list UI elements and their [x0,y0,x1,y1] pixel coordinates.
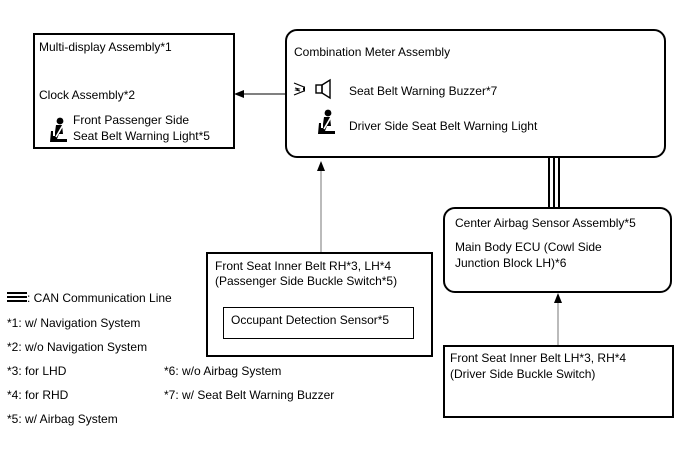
occupant-detection-label: Occupant Detection Sensor*5 [231,313,390,327]
driver-light-label: Driver Side Seat Belt Warning Light [349,119,538,133]
center-airbag-sensor-box: Center Airbag Sensor Assembly*5 Main Bod… [443,207,672,293]
passenger-light-line2: Seat Belt Warning Light*5 [73,129,210,143]
driver-buckle-switch-box: Front Seat Inner Belt LH*3, RH*4 (Driver… [443,345,674,418]
arrowhead-airbag [554,293,562,303]
main-body-ecu-line2: Junction Block LH)*6 [455,256,567,270]
passenger-belt-line2: (Passenger Side Buckle Switch*5) [215,274,398,288]
driver-belt-line2: (Driver Side Buckle Switch) [450,367,596,381]
multi-display-title: Multi-display Assembly*1 [39,40,172,54]
legend-note: *7: w/ Seat Belt Warning Buzzer [164,388,335,402]
passenger-light-line1: Front Passenger Side [73,113,190,127]
driver-belt-line1: Front Seat Inner Belt LH*3, RH*4 [450,351,627,365]
buzzer-label: Seat Belt Warning Buzzer*7 [349,84,498,98]
occupant-detection-sensor-box: Occupant Detection Sensor*5 [223,307,414,339]
legend-note: *6: w/o Airbag System [164,364,282,378]
seat-belt-warning-icon [318,109,335,134]
seat-belt-warning-icon [50,117,67,142]
main-body-ecu-line1: Main Body ECU (Cowl Side [455,240,602,254]
legend-note: *1: w/ Navigation System [7,316,141,330]
center-airbag-title: Center Airbag Sensor Assembly*5 [455,216,636,230]
arrowhead-meter [317,161,325,171]
clock-assembly-label: Clock Assembly*2 [39,88,136,102]
passenger-belt-line1: Front Seat Inner Belt RH*3, LH*4 [215,259,392,273]
can-line-meter-airbag [548,158,560,207]
can-line-legend-label: : CAN Communication Line [27,291,172,305]
speaker-buzzer-icon [293,78,331,100]
legend-note: *3: for LHD [7,364,67,378]
legend-note: *5: w/ Airbag System [7,412,118,426]
can-line-legend-icon [7,292,27,302]
legend-note: *2: w/o Navigation System [7,340,148,354]
passenger-buckle-switch-box: Front Seat Inner Belt RH*3, LH*4 (Passen… [206,252,433,357]
combination-meter-title: Combination Meter Assembly [294,45,451,59]
arrowhead-display [234,90,244,98]
combination-meter-assembly-box: Combination Meter Assembly Seat Belt War… [285,29,666,158]
multi-display-assembly-box: Multi-display Assembly*1 Clock Assembly*… [33,33,235,149]
legend-note: *4: for RHD [7,388,69,402]
